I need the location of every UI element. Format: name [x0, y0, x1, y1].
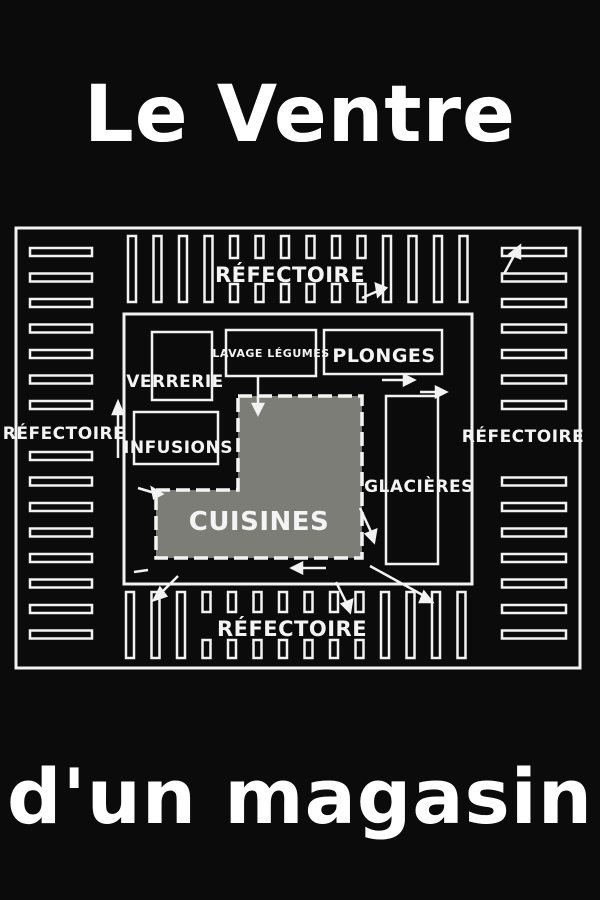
label-infusions: INFUSIONS	[123, 438, 233, 458]
refectory-table	[124, 590, 136, 660]
refectory-table	[456, 590, 467, 660]
refectory-table	[175, 590, 187, 660]
refectory-table	[254, 282, 265, 304]
refectory-table	[500, 246, 568, 258]
label-verrerie: VERRERIE	[126, 372, 224, 392]
refectory-table	[28, 450, 94, 462]
title-bottom: d'un magasin	[7, 752, 593, 841]
refectoire-right-tables	[500, 246, 568, 640]
label-refectoire-bottom: RÉFECTOIRE	[217, 616, 367, 641]
refectory-table	[28, 246, 94, 258]
verrerie-room	[150, 330, 214, 402]
refectory-table	[277, 638, 289, 660]
label-plonges: PLONGES	[332, 345, 435, 367]
refectory-table	[330, 282, 342, 304]
refectory-table	[500, 629, 568, 640]
refectoire-top-tables	[126, 234, 469, 304]
refectory-table	[303, 590, 314, 614]
refectory-table	[430, 590, 442, 660]
refectory-table	[500, 323, 568, 334]
refectory-table	[228, 282, 240, 304]
refectory-table	[28, 399, 94, 411]
infusions-room	[132, 410, 220, 466]
refectoire-left-tables	[28, 246, 94, 640]
refectory-table	[203, 234, 214, 304]
refectory-table	[28, 603, 94, 615]
refectory-table	[28, 374, 94, 385]
refectory-table	[279, 234, 291, 260]
refectory-table	[305, 282, 316, 304]
refectory-table	[28, 552, 94, 564]
refectory-table	[150, 590, 161, 660]
title-top: Le Ventre	[84, 70, 516, 160]
refectory-table	[500, 603, 568, 615]
refectory-table	[152, 234, 163, 304]
refectory-table	[500, 272, 568, 283]
refectory-table	[500, 527, 568, 538]
refectory-table	[201, 590, 212, 614]
refectory-table	[28, 272, 94, 283]
refectory-table	[303, 638, 314, 660]
floor-plan-diagram: RÉFECTOIRE RÉFECTOIRE RÉFECTOIRE RÉFECTO…	[3, 226, 584, 670]
glacieres-room	[384, 394, 440, 566]
refectory-table	[354, 638, 365, 660]
refectory-table	[28, 348, 94, 360]
refectory-table	[28, 476, 94, 487]
refectory-table	[305, 234, 316, 260]
label-refectoire-left: RÉFECTOIRE	[3, 422, 125, 444]
refectory-table	[500, 374, 568, 385]
refectory-table	[277, 590, 289, 614]
label-cuisines: CUISINES	[189, 507, 330, 537]
cuisines-area	[154, 394, 364, 560]
refectory-table	[356, 282, 367, 304]
label-glacieres: GLACIÈRES	[364, 475, 474, 497]
refectory-table	[500, 578, 568, 589]
refectory-table	[28, 527, 94, 538]
refectory-table	[500, 399, 568, 411]
refectory-table	[252, 638, 263, 660]
refectory-table	[226, 638, 238, 660]
outer-frame	[14, 226, 582, 670]
refectory-table	[405, 590, 416, 660]
refectory-table	[252, 590, 263, 614]
label-refectoire-right: RÉFECTOIRE	[462, 425, 584, 447]
refectory-table	[328, 638, 340, 660]
service-area-frame	[122, 312, 474, 586]
label-refectoire-top: RÉFECTOIRE	[215, 262, 365, 287]
flow-arrows	[111, 243, 522, 615]
refectoire-bottom-tables	[124, 590, 467, 660]
refectory-table	[500, 476, 568, 487]
refectory-table	[279, 282, 291, 304]
refectory-table	[177, 234, 189, 304]
refectory-table	[500, 297, 568, 309]
refectory-table	[407, 234, 418, 304]
refectory-table	[28, 629, 94, 640]
lavage-room	[224, 328, 318, 378]
refectory-table	[328, 590, 340, 614]
refectory-table	[379, 590, 391, 660]
refectory-table	[28, 297, 94, 309]
refectory-table	[28, 501, 94, 513]
refectory-table	[356, 234, 367, 260]
refectory-table	[500, 552, 568, 564]
refectory-table	[126, 234, 138, 304]
refectory-table	[28, 323, 94, 334]
refectory-table	[330, 234, 342, 260]
label-lavage-legumes: LAVAGE LÉGUMES	[212, 347, 329, 360]
refectory-table	[201, 638, 212, 660]
refectory-table	[28, 578, 94, 589]
refectory-table	[458, 234, 469, 304]
refectory-table	[500, 348, 568, 360]
plonges-room	[322, 328, 444, 376]
refectory-table	[354, 590, 365, 614]
refectory-table	[432, 234, 444, 304]
refectory-table	[226, 590, 238, 614]
refectory-table	[254, 234, 265, 260]
refectory-table	[381, 234, 393, 304]
refectory-table	[500, 501, 568, 513]
refectory-table	[228, 234, 240, 260]
